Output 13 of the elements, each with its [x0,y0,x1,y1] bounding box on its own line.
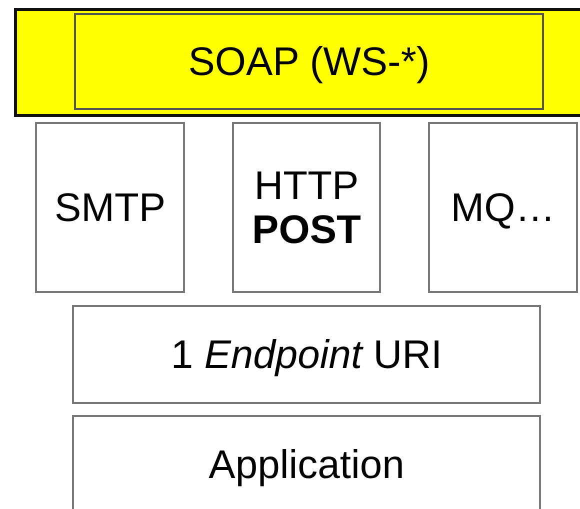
protocol-box [74,13,544,110]
transport-box [232,122,381,293]
transport-box [35,122,185,293]
application-box [72,415,541,509]
band [14,8,580,117]
transport-box [428,122,578,293]
node-label: MQ… [450,186,556,230]
node-label: 1 Endpoint URI [170,332,442,376]
node-label: Application [208,443,404,487]
node-label: HTTP POST [251,164,362,252]
endpoint-box [72,305,541,404]
node-label: SMTP [54,186,166,230]
node-label: SOAP (WS-*) [188,40,430,84]
